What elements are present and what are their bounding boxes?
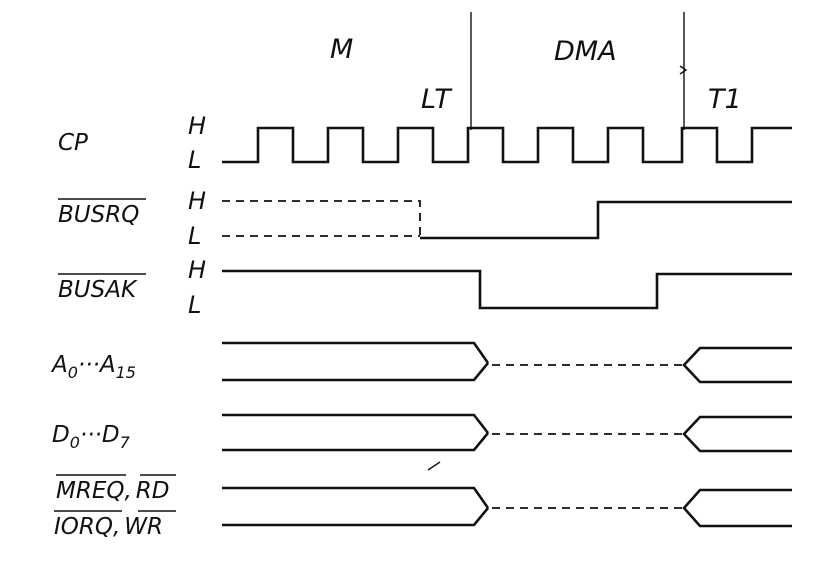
phase-label-dma: DMA <box>554 36 617 67</box>
signal-label-address-bus: A0···A15 <box>50 352 136 382</box>
phase-label-t1: T1 <box>708 84 742 115</box>
data-bus-top <box>222 413 490 434</box>
scan-mark <box>427 461 441 471</box>
cp-low-label: L <box>188 146 201 174</box>
cp-waveform <box>222 126 792 164</box>
busak-low-label: L <box>188 291 201 319</box>
data-bus-resume <box>682 415 792 453</box>
busrq-low-label: L <box>188 222 201 250</box>
phase-label-m: M <box>330 34 353 65</box>
signal-label-cp: CP <box>58 130 88 156</box>
signal-label-busrq: BUSRQ <box>58 202 139 228</box>
address-bus-bottom <box>222 362 490 382</box>
control-bus-top <box>222 486 490 509</box>
control-bus-resume <box>682 488 792 528</box>
phase-label-lt: LT <box>421 84 453 115</box>
cp-high-label: H <box>188 112 206 140</box>
address-bus-resume <box>682 346 792 384</box>
busak-high-label: H <box>188 256 206 284</box>
busrq-high-label: H <box>188 187 206 215</box>
data-bus-bottom <box>222 432 490 452</box>
signal-label-data-bus: D0···D7 <box>52 422 131 452</box>
address-bus-top <box>222 341 490 364</box>
signal-label-busak: BUSAK <box>58 277 138 303</box>
busak-waveform <box>222 269 792 310</box>
phase-boundary-tick <box>679 65 688 75</box>
signal-label-iorq-wr: IORQ,WR <box>54 514 163 540</box>
busrq-high-dashed <box>222 200 421 236</box>
control-bus-bottom <box>222 507 490 527</box>
signal-label-mreq-rd: MREQ,RD <box>56 478 169 504</box>
busrq-waveform <box>420 200 792 240</box>
